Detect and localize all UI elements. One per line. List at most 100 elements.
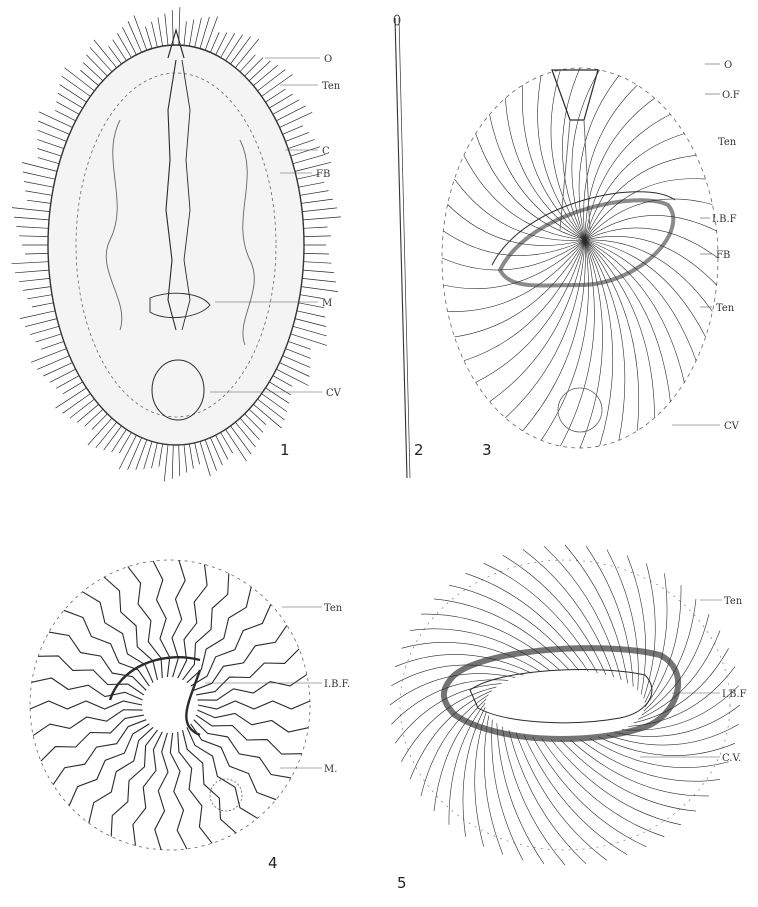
bristle	[17, 227, 49, 229]
tentacle	[585, 114, 670, 240]
bristle	[231, 37, 251, 64]
bristle	[60, 85, 87, 103]
bristle	[184, 22, 186, 46]
tentacle	[607, 550, 638, 691]
tentacle	[524, 735, 627, 855]
bristle	[258, 70, 286, 91]
bristle	[280, 363, 310, 377]
bristle	[293, 154, 326, 163]
tentacle	[183, 573, 229, 680]
bristle	[31, 349, 66, 363]
bristle	[38, 149, 62, 157]
bristle	[210, 32, 219, 52]
label-fig4-tentacle: Ten	[324, 603, 343, 614]
bristle	[304, 227, 328, 228]
bristle	[152, 443, 158, 468]
bristle	[38, 158, 59, 164]
bristle	[210, 438, 222, 466]
figure-4-outline	[30, 560, 310, 850]
tentacle	[198, 701, 310, 709]
label-fig5-contractile-vacuole: C.V.	[722, 753, 741, 764]
bristle	[288, 341, 311, 349]
bristle	[41, 341, 64, 349]
tentacle	[585, 98, 655, 240]
tentacle	[585, 215, 717, 240]
tentacle	[448, 240, 585, 312]
bristle	[83, 63, 103, 81]
bristle	[113, 40, 127, 61]
bristle	[300, 191, 329, 196]
bristle	[23, 287, 51, 291]
tentacle	[198, 674, 307, 700]
tentacle	[466, 573, 589, 671]
bristle	[58, 93, 83, 108]
tentacle	[585, 155, 696, 240]
bristle	[189, 444, 193, 469]
label-fig1-contractile-vacuole: CV	[326, 388, 342, 399]
bristle	[304, 253, 329, 254]
figure-1-body	[48, 45, 304, 445]
bristle	[253, 404, 281, 428]
tentacle	[464, 155, 585, 240]
bristle	[104, 426, 122, 450]
bristle	[221, 433, 233, 454]
bristle	[24, 182, 54, 188]
bristle	[96, 422, 117, 448]
label-fig1-cilia: C	[322, 146, 330, 157]
label-fig3-inner-band: I.B.F	[712, 214, 737, 225]
tentacle	[644, 563, 656, 698]
figure-5-tentacles	[390, 545, 740, 865]
bristle	[77, 404, 98, 422]
tentacle	[585, 179, 706, 240]
tentacle	[155, 733, 168, 850]
bristle	[172, 445, 173, 479]
bristle	[276, 106, 305, 121]
tentacle	[585, 240, 712, 312]
tentacle	[475, 712, 487, 847]
bristle	[184, 445, 187, 473]
bristle	[158, 18, 163, 47]
figure-1	[12, 7, 341, 481]
bristle	[300, 295, 323, 299]
label-fig3-contractile-vacuole: CV	[724, 421, 740, 432]
bristle	[20, 311, 55, 319]
bristle	[280, 112, 313, 127]
bristle	[189, 20, 193, 47]
tentacle	[505, 240, 585, 418]
bristle	[299, 182, 325, 187]
bristle	[288, 139, 314, 148]
tentacle	[560, 240, 594, 446]
bristle	[92, 414, 108, 430]
tentacle	[464, 240, 585, 361]
bristle	[195, 443, 200, 464]
tentacle	[111, 730, 157, 837]
figure-4	[30, 560, 310, 850]
bristle	[27, 295, 52, 299]
bristle	[152, 22, 158, 47]
bristle	[258, 399, 285, 420]
bristle	[85, 409, 103, 426]
bristle	[235, 39, 258, 68]
figure-number-5: 5	[397, 874, 407, 892]
bristle	[240, 55, 255, 72]
tentacle	[585, 240, 613, 446]
tentacle	[33, 710, 142, 736]
bristle	[134, 16, 147, 51]
bristle	[56, 388, 87, 408]
bristle	[80, 70, 98, 86]
bristle	[14, 217, 49, 220]
bristle	[303, 217, 341, 220]
figure-number-1: 1	[280, 441, 290, 459]
bristle	[205, 17, 217, 51]
tentacle	[584, 85, 638, 240]
tentacle	[178, 564, 207, 678]
bristle	[12, 262, 49, 264]
bristle	[112, 429, 127, 452]
tentacle	[523, 240, 586, 431]
tentacle	[589, 738, 728, 767]
bristle	[55, 110, 75, 120]
bristle	[32, 303, 54, 307]
tentacle	[634, 648, 729, 723]
label-fig1-food-body: FB	[316, 169, 330, 180]
bristle	[262, 74, 293, 96]
